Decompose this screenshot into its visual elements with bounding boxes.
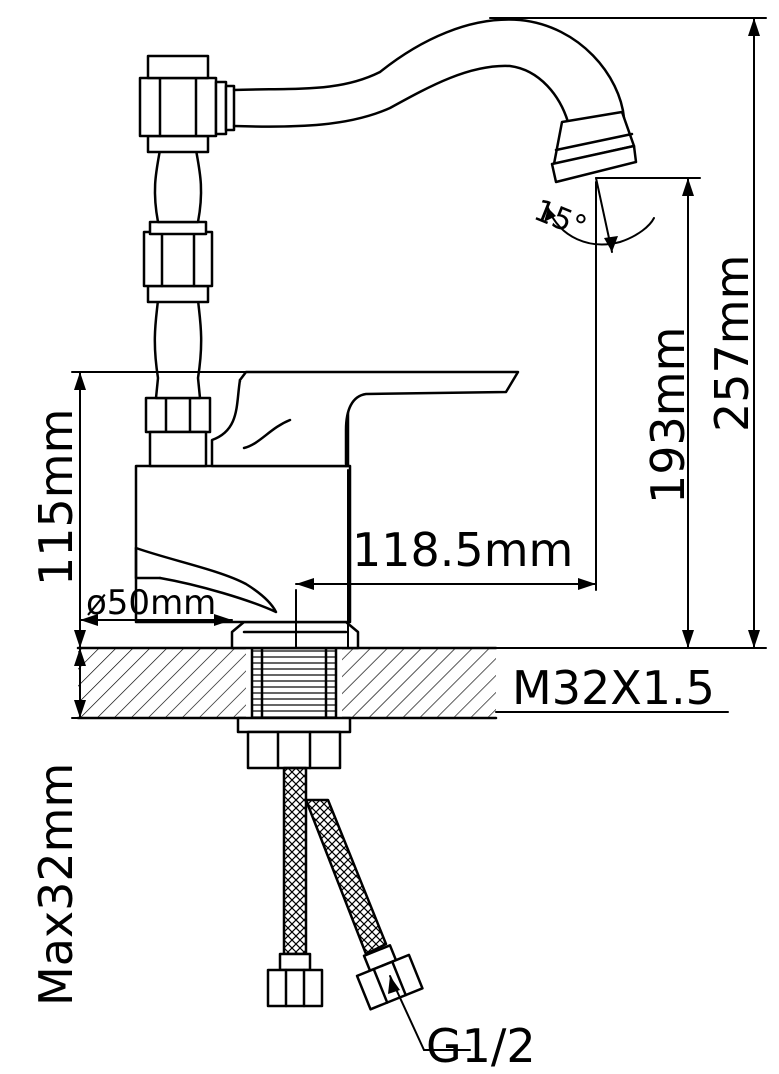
label-15-degrees: 15° xyxy=(529,193,591,245)
threaded-shank xyxy=(250,646,338,720)
label-257mm: 257mm xyxy=(705,255,759,432)
faucet-body xyxy=(134,464,352,624)
decorative-column xyxy=(138,54,236,468)
label-max32mm: Max32mm xyxy=(29,763,83,1006)
spout xyxy=(232,18,638,184)
label-diameter-50mm: ø50mm xyxy=(86,583,216,623)
label-115mm: 115mm xyxy=(29,409,83,586)
label-118-5mm: 118.5mm xyxy=(352,523,573,577)
lever-handle xyxy=(210,370,520,468)
label-193mm: 193mm xyxy=(641,327,695,504)
mounting-nut xyxy=(236,716,352,770)
braided-hoses xyxy=(266,766,424,1011)
arrowheads xyxy=(74,18,760,994)
dimension-lines xyxy=(71,17,767,1051)
label-m32x1-5: M32X1.5 xyxy=(512,661,715,715)
label-g1-2: G1/2 xyxy=(426,1019,536,1073)
